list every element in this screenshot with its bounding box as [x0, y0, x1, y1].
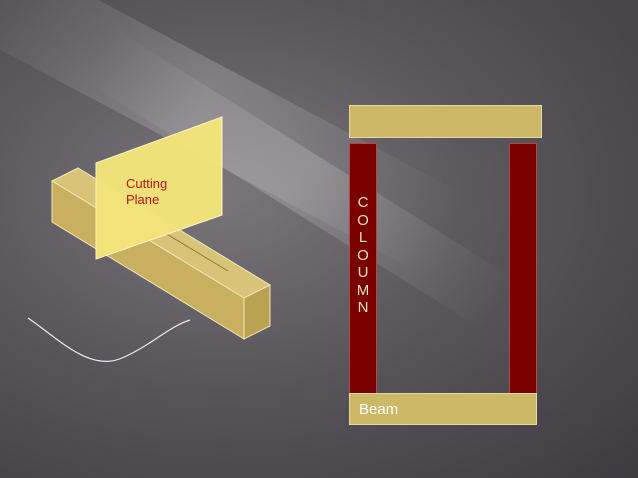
top-beam: [349, 105, 542, 138]
left-column: [349, 143, 377, 395]
decorative-curve: [27, 317, 191, 363]
column-letter: M: [356, 281, 370, 299]
cutting-plane-label-line2: Plane: [126, 192, 160, 207]
column-letter: O: [357, 211, 369, 229]
bottom-beam-label: Beam: [359, 401, 399, 418]
cutting-plane-label-line1: Cutting: [126, 176, 168, 191]
column-letter: C: [357, 194, 369, 211]
column-letter: O: [357, 246, 369, 264]
bottom-beam: Beam: [349, 393, 537, 425]
beam-end-face: [243, 284, 271, 340]
column-letter: L: [358, 229, 368, 246]
column-letter: N: [357, 299, 369, 316]
cutting-plane: [95, 116, 223, 260]
right-column: [509, 143, 537, 395]
column-letter: U: [357, 264, 369, 281]
cutting-plane-label: Cutting Plane: [126, 176, 167, 208]
column-vertical-label: C O L O U M N: [349, 194, 377, 317]
